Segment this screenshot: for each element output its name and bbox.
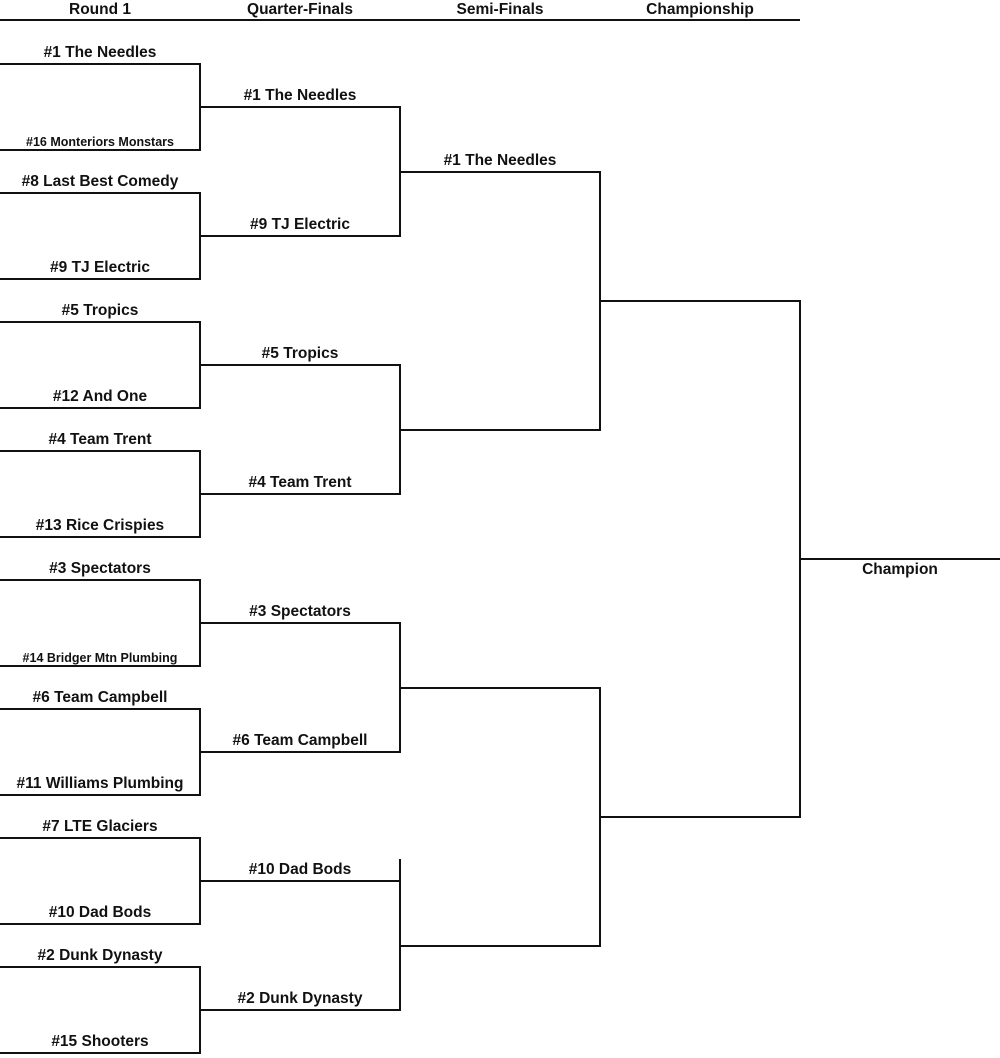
round1-team: #1 The Needles: [43, 44, 157, 61]
round1-team: #10 Dad Bods: [48, 904, 152, 921]
round1-team: #9 TJ Electric: [50, 259, 150, 276]
quarterfinal-team: #2 Dunk Dynasty: [237, 990, 363, 1007]
round1-team: #6 Team Campbell: [32, 689, 168, 706]
round1-team: #16 Monteriors Monstars: [26, 135, 174, 149]
quarterfinal-team: #10 Dad Bods: [248, 861, 352, 878]
header-championship: Championship: [646, 1, 754, 18]
round1-team: #4 Team Trent: [48, 431, 152, 448]
quarterfinal-team: #4 Team Trent: [248, 474, 352, 491]
round1-team: #15 Shooters: [51, 1033, 149, 1050]
quarterfinal-team: #3 Spectators: [249, 603, 351, 620]
header-quarter-finals: Quarter-Finals: [247, 1, 353, 18]
round1-team: #2 Dunk Dynasty: [37, 947, 163, 964]
round1-team: #8 Last Best Comedy: [21, 173, 179, 190]
header-round-1: Round 1: [69, 1, 131, 18]
semifinal-team: #1 The Needles: [443, 152, 557, 169]
round1-team: #14 Bridger Mtn Plumbing: [22, 651, 178, 665]
round1-team: #5 Tropics: [61, 302, 139, 319]
quarterfinal-team: #1 The Needles: [243, 87, 357, 104]
champion-label: Champion: [862, 561, 938, 578]
round1-team: #3 Spectators: [49, 560, 151, 577]
round1-team: #11 Williams Plumbing: [16, 775, 184, 792]
round1-team: #12 And One: [52, 388, 148, 405]
quarterfinal-team: #5 Tropics: [261, 345, 339, 362]
round1-team: #7 LTE Glaciers: [42, 818, 158, 835]
header-semi-finals: Semi-Finals: [456, 1, 544, 18]
quarterfinal-team: #6 Team Campbell: [232, 732, 368, 749]
quarterfinal-team: #9 TJ Electric: [250, 216, 350, 233]
round1-team: #13 Rice Crispies: [35, 517, 165, 534]
